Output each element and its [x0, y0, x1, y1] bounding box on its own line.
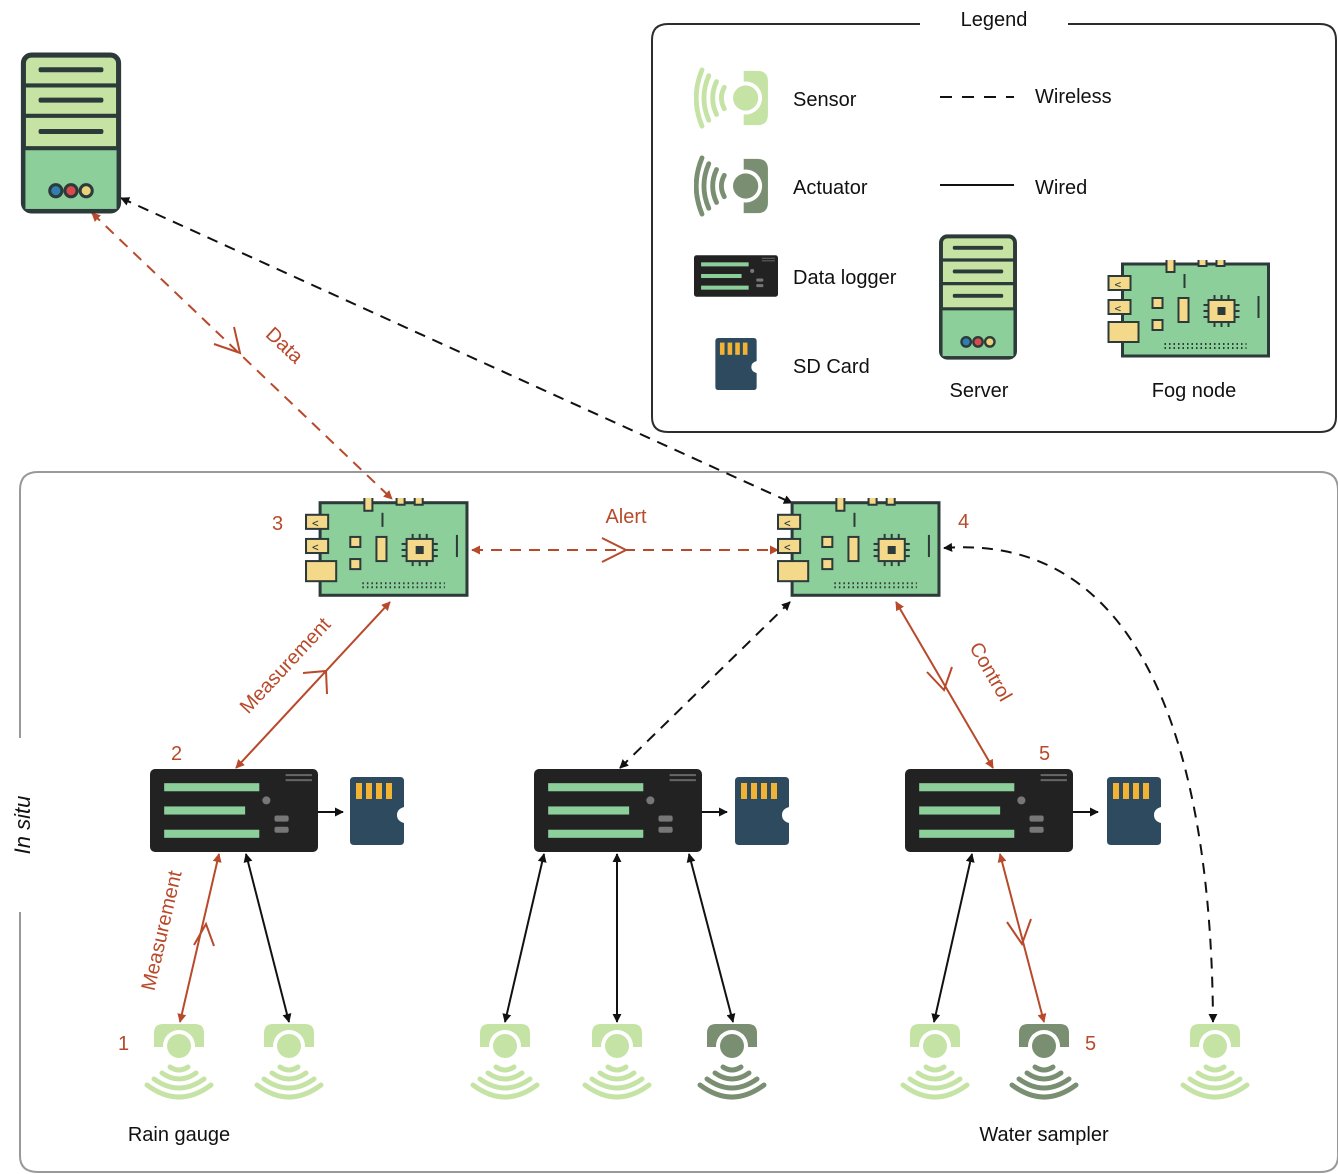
server-fog4-link: [120, 197, 793, 504]
label-number-3: 3: [272, 513, 283, 535]
server-node: [23, 55, 118, 211]
legend-box: Legend Sensor Actuator Data logger SD Ca…: [651, 9, 1337, 433]
labels: 1 2 3 4 5 5 Rain gauge Water sampler: [118, 511, 1109, 1146]
fog-node-3: [304, 498, 469, 597]
actuator-middle: [700, 1024, 764, 1097]
fog-node-icon: [1106, 260, 1271, 358]
sd-card-icon: [715, 338, 757, 390]
label-number-4: 4: [958, 511, 969, 533]
middle-actuator-link: [686, 853, 736, 1023]
in-situ-label: In situ: [10, 796, 35, 855]
sensor-icon: [696, 70, 768, 126]
label-number-1: 1: [118, 1033, 129, 1055]
sd-card-5: [1107, 777, 1161, 845]
legend-actuator-label: Actuator: [793, 177, 868, 199]
devices: [23, 55, 1247, 1097]
measurement-sensor-label: Measurement: [138, 868, 187, 993]
legend-fog-node-label: Fog node: [1152, 380, 1237, 402]
measurement-fog-label: Measurement: [236, 613, 336, 718]
measurement-fog-link: [235, 601, 391, 769]
water-sampler-label: Water sampler: [979, 1124, 1109, 1146]
legend-server-label: Server: [950, 380, 1009, 402]
sensor-5a: [903, 1024, 967, 1097]
data-link-label: Data: [261, 323, 308, 368]
sd-card-2: [350, 777, 404, 845]
label-number-2: 2: [171, 743, 182, 765]
data-logger-2: [150, 769, 318, 852]
logger5-sensor-link: [931, 853, 975, 1023]
logger2-sensor-link: [243, 853, 292, 1023]
fog-node-4: [776, 498, 941, 597]
water-sampler-actuator: [1012, 1024, 1076, 1097]
rain-gauge-label: Rain gauge: [128, 1124, 230, 1146]
sensor-middle-a: [473, 1024, 537, 1097]
measurement-flow-chevron: [302, 669, 328, 695]
control-link: [895, 601, 994, 769]
sensor-middle-b: [585, 1024, 649, 1097]
legend-wireless-label: Wireless: [1035, 86, 1112, 108]
sd-card-middle: [735, 777, 789, 845]
legend-title: Legend: [961, 9, 1028, 31]
server-icon: [938, 234, 1018, 360]
label-number-5-logger: 5: [1039, 743, 1050, 765]
alert-link-label: Alert: [605, 506, 647, 528]
measurement-sensor-chevron: [193, 921, 215, 947]
label-number-5-sampler: 5: [1085, 1033, 1096, 1055]
measurement-sensor-link: [177, 853, 222, 1023]
in-situ-box: In situ: [10, 471, 1338, 1173]
middle-logger-fog4-link: [619, 601, 791, 769]
data-logger-middle: [534, 769, 702, 852]
control-flow-chevron: [926, 666, 953, 692]
legend-sd-card-label: SD Card: [793, 356, 870, 378]
data-link: [91, 212, 393, 500]
sensor-2b: [257, 1024, 321, 1097]
legend-wired-label: Wired: [1035, 177, 1087, 199]
actuator-icon: [696, 158, 768, 214]
logger5-sampler-link: [997, 853, 1047, 1023]
remote-sensor: [1183, 1024, 1247, 1097]
alert-flow-chevron: [601, 537, 629, 563]
data-logger-5: [905, 769, 1073, 852]
data-logger-icon: [694, 255, 778, 297]
middle-sensor-a-link: [502, 853, 547, 1023]
legend-data-logger-label: Data logger: [793, 267, 897, 289]
sampler-flow-chevron: [1006, 918, 1032, 947]
rain-gauge-sensor: [147, 1024, 211, 1097]
legend-sensor-label: Sensor: [793, 89, 857, 111]
control-link-label: Control: [965, 639, 1016, 706]
